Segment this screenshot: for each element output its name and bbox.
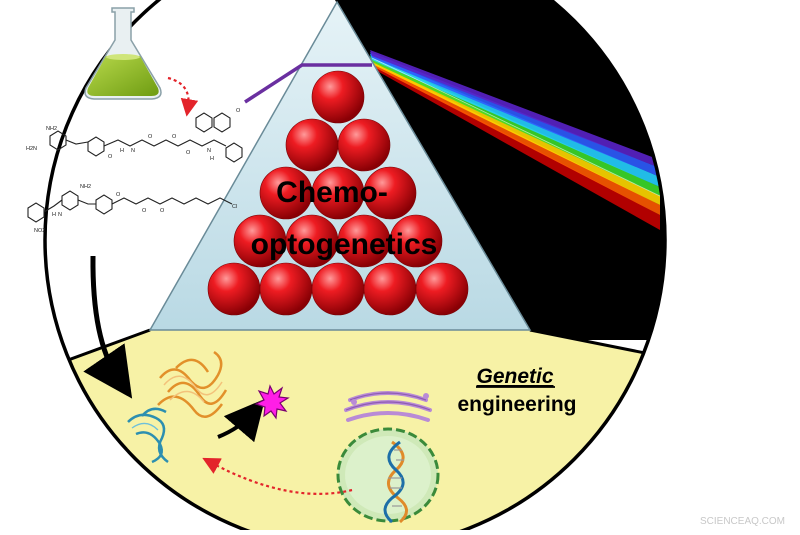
mol2-label-n: N — [58, 212, 62, 218]
molecule-structure-1: NH2 H2N O H N O O O N H O — [26, 108, 243, 163]
mol1-label-h2: H — [210, 156, 214, 162]
mol2-label-no2: NO2 — [34, 228, 45, 234]
incoming-light-beam — [244, 63, 372, 104]
mol2-label-h: H — [52, 212, 56, 218]
watermark: SCIENCEAQ.COM — [700, 516, 785, 527]
red-sphere-14 — [415, 262, 469, 316]
mol2-label-o3: O — [160, 208, 165, 214]
sphere-pyramid — [207, 70, 469, 316]
title-line-1: Chemo- — [276, 176, 388, 209]
genetic-word: Genetic — [476, 365, 553, 388]
fluorophore-star-icon — [254, 384, 290, 420]
dna-icon — [383, 440, 408, 524]
mol1-label-h: H — [120, 148, 124, 154]
mol1-label-o4: O — [186, 150, 191, 156]
dotted-arrow-flask-to-molecule — [167, 76, 199, 117]
engineering-word: engineering — [457, 393, 576, 416]
pyramid-title: Chemo- optogenetics — [251, 176, 438, 261]
molecule-structure-2: NH2 O H N O O Cl NO2 — [27, 184, 237, 234]
red-sphere-13 — [363, 262, 417, 316]
red-sphere-9 — [389, 214, 443, 268]
dotted-arrow-dna-to-protein — [202, 457, 353, 495]
mol1-label-o1: O — [108, 154, 113, 160]
red-sphere-10 — [207, 262, 261, 316]
protein-icon — [127, 350, 228, 464]
mol1-label-o3: O — [172, 134, 177, 140]
red-sphere-0 — [311, 70, 365, 124]
black-arrow-to-protein — [83, 255, 133, 399]
circle-outline — [43, 0, 667, 535]
red-sphere-12 — [311, 262, 365, 316]
mol1-label-n2: N — [207, 148, 211, 154]
mol2-label-o2: O — [142, 208, 147, 214]
mol1-label-n: N — [131, 148, 135, 154]
mol1-label-h2n: H2N — [26, 146, 37, 152]
genetic-engineering-label: Genetic engineering — [457, 365, 576, 416]
red-sphere-5 — [363, 166, 417, 220]
red-sphere-11 — [259, 262, 313, 316]
mol1-label-o2: O — [148, 134, 153, 140]
mol1-label-o5: O — [236, 108, 241, 114]
flask-icon — [84, 7, 162, 100]
mol2-label-cl: Cl — [232, 204, 237, 210]
mol2-label-o1: O — [116, 192, 121, 198]
red-sphere-2 — [337, 118, 391, 172]
cell-icon — [336, 391, 440, 523]
mol1-label-nh2: NH2 — [46, 126, 57, 132]
light-spectrum — [370, 50, 661, 230]
title-line-2: optogenetics — [251, 228, 438, 261]
arrow-protein-to-fluorophore — [217, 398, 266, 443]
red-sphere-1 — [285, 118, 339, 172]
mol2-label-nh2: NH2 — [80, 184, 91, 190]
